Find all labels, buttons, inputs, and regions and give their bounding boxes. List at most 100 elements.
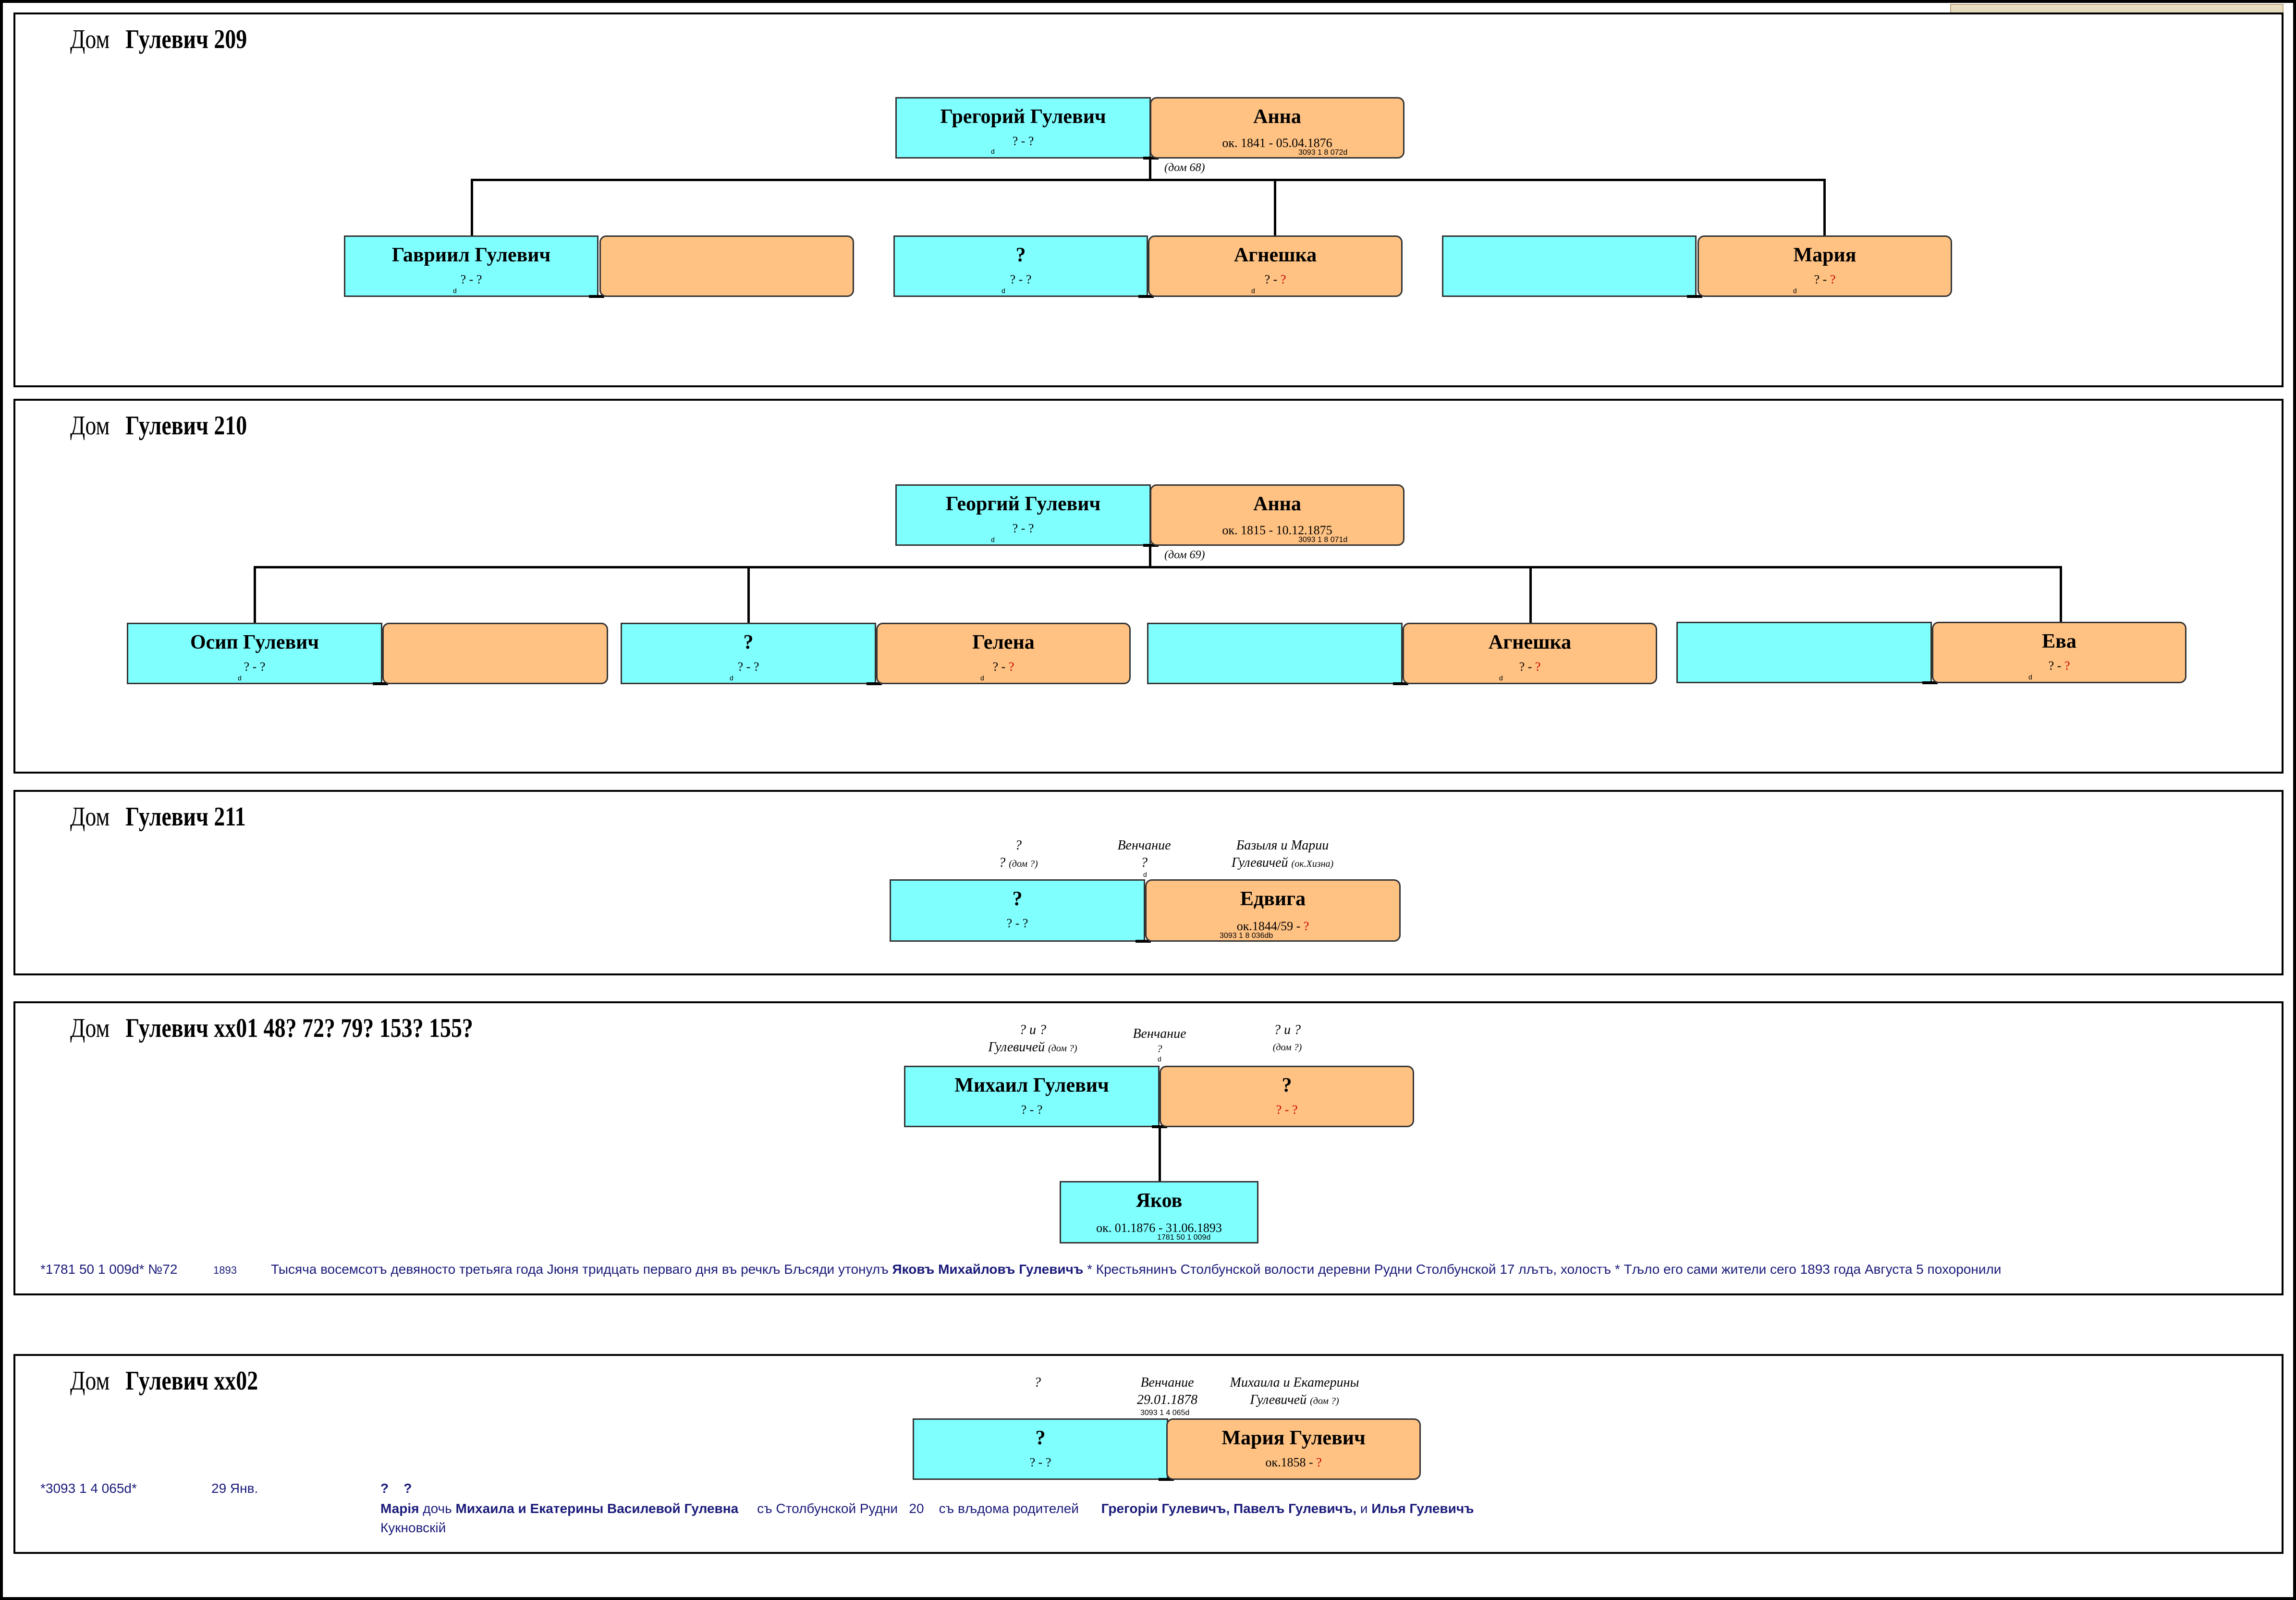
person-card-female[interactable]: Агнешка ? - ? d <box>1403 623 1657 684</box>
person-dates: ок.1858 - ? <box>1168 1455 1419 1470</box>
person-card-male[interactable]: ? ? - ? <box>890 879 1145 942</box>
person-card-female[interactable]: Едвига ок.1844/59 - ? 3093 1 8 036db <box>1145 879 1401 942</box>
house-number: Гулевич 209 <box>125 25 247 54</box>
d-marker: d <box>991 536 995 543</box>
person-card-male[interactable]: Михаил Гулевич ? - ? <box>904 1066 1160 1127</box>
anno-line: Венчание <box>1133 1026 1186 1041</box>
anno-small: (дом ?) <box>1272 1042 1302 1053</box>
unknown-mark: ? <box>1316 1455 1322 1469</box>
person-name: Мария <box>1793 244 1856 266</box>
person-card-male[interactable]: Георгий Гулевич ? - ? d <box>895 484 1151 546</box>
marker-tick <box>1687 295 1702 298</box>
d-marker: d <box>1251 287 1255 295</box>
record-text: дочь <box>423 1501 452 1516</box>
person-name: Гавриил Гулевич <box>391 244 551 266</box>
marker-tick <box>373 682 388 685</box>
person-card-female[interactable]: Мария ? - ? d <box>1698 235 1952 297</box>
connector-line <box>471 179 1825 181</box>
record-witness: Илья Гулевичъ <box>1371 1501 1474 1516</box>
person-card-female[interactable]: Ева ? - ? d <box>1932 622 2186 683</box>
connector-line <box>1149 157 1151 181</box>
person-dates: ? - ? <box>1006 916 1028 930</box>
record-q: ? ? <box>380 1481 412 1496</box>
person-name: Анна <box>1253 106 1301 128</box>
record-year: 1893 <box>213 1264 237 1276</box>
person-name: Михаил Гулевич <box>954 1074 1109 1096</box>
connector-line <box>471 179 473 236</box>
house-word: Дом <box>70 25 110 54</box>
person-dates: ? - ? <box>1814 272 1836 286</box>
person-name: ? <box>1282 1074 1292 1096</box>
record-parents: Михаила и Екатерины Василевой Гулевна <box>455 1501 739 1516</box>
d-marker: d <box>1143 871 1147 878</box>
record-text: и <box>1360 1501 1368 1516</box>
marker-tick <box>867 682 882 685</box>
anno-text: ? <box>999 855 1006 870</box>
parents-annotation-right: ? и ? (дом ?) <box>1239 1022 1335 1056</box>
unknown-mark: ? <box>2064 659 2070 673</box>
person-card-male[interactable]: ? ? - ? d <box>621 623 876 684</box>
d-marker: d <box>730 674 733 682</box>
person-card-male[interactable]: ? ? - ? d <box>893 235 1148 297</box>
d-marker: d <box>991 148 995 155</box>
parents-annotation-right: Михаила и Екатерины Гулевичей (дом ?) <box>1210 1374 1379 1410</box>
person-card-female[interactable]: Агнешка ? - ? d <box>1148 235 1403 297</box>
person-card-female[interactable]: Анна ок. 1815 - 10.12.1875 3093 1 8 071d <box>1150 484 1404 546</box>
person-card-male[interactable] <box>1442 235 1697 297</box>
unknown-mark: ? <box>1292 1103 1298 1117</box>
source-ref: 3093 1 8 072d <box>1298 148 1348 157</box>
anno-small: (ок.Хизна) <box>1291 859 1334 869</box>
marker-tick <box>1136 940 1151 943</box>
marker-tick <box>1143 157 1159 160</box>
wedding-annotation: Венчание 29.01.1878 <box>1119 1374 1215 1409</box>
anno-small: (дом ?) <box>1009 859 1038 869</box>
person-name: ? <box>1015 244 1026 266</box>
connector-line <box>254 566 2062 568</box>
record-witnesses: Грегоріи Гулевичъ, Павелъ Гулевичъ, <box>1101 1501 1356 1516</box>
person-card-male[interactable]: Грегорий Гулевич ? - ? d <box>895 97 1151 159</box>
person-card-male[interactable]: ? ? - ? <box>913 1418 1168 1480</box>
d-marker: d <box>453 287 457 295</box>
person-dates: ? - ? <box>244 660 266 674</box>
marker-tick <box>1393 682 1408 685</box>
person-card-male[interactable]: Гавриил Гулевич ? - ? d <box>344 235 598 297</box>
person-dates: ок. 01.1876 - 31.06.1893 <box>1096 1221 1222 1235</box>
person-name: ? <box>743 631 754 653</box>
parents-annotation-left: ? ? (дом ?) <box>970 837 1066 873</box>
house-panel-209: Дом Гулевич 209 <box>13 12 2284 387</box>
marker-tick <box>1138 295 1154 298</box>
house-note: (дом 69) <box>1164 549 1205 561</box>
unknown-mark: ? <box>1008 660 1014 674</box>
house-number: Гулевич 211 <box>125 802 246 832</box>
connector-line <box>1149 544 1151 568</box>
connector-line <box>2060 566 2062 624</box>
source-ref: 3093 1 8 036db <box>1220 932 1273 940</box>
person-dates: ? - ? <box>1276 1103 1298 1117</box>
person-card-female[interactable]: Анна ок. 1841 - 05.04.1876 3093 1 8 072d <box>1150 97 1404 159</box>
anno-line: Гулевичей (дом ?) <box>1210 1391 1379 1410</box>
person-name: Георгий Гулевич <box>945 493 1101 515</box>
record-date: 29 Янв. <box>211 1481 258 1496</box>
marker-tick <box>1922 681 1938 684</box>
person-card-male[interactable] <box>1676 622 1932 683</box>
anno-small: (дом ?) <box>1048 1043 1077 1054</box>
connector-line <box>1159 1127 1161 1181</box>
person-card-female[interactable] <box>599 235 854 297</box>
person-card-male[interactable]: Осип Гулевич ? - ? d <box>127 623 382 684</box>
person-card-female[interactable]: Мария Гулевич ок.1858 - ? <box>1166 1418 1421 1480</box>
anno-line: 29.01.1878 <box>1137 1392 1197 1407</box>
person-card-male[interactable] <box>1147 623 1403 684</box>
source-record-line3: Кукновскій <box>380 1520 446 1536</box>
person-card-female[interactable] <box>382 623 608 684</box>
person-card-female[interactable]: Гелена ? - ? d <box>876 623 1131 684</box>
house-word: Дом <box>70 1013 110 1043</box>
wedding-annotation: Венчание ? <box>1096 837 1192 872</box>
person-name: Яков <box>1136 1190 1183 1212</box>
person-dates: ок. 1841 - 05.04.1876 <box>1222 136 1332 150</box>
person-name: Агнешка <box>1488 631 1572 653</box>
person-card-child[interactable]: Яков ок. 01.1876 - 31.06.1893 1781 50 1 … <box>1060 1181 1258 1243</box>
person-card-female[interactable]: ? ? - ? <box>1160 1066 1414 1127</box>
